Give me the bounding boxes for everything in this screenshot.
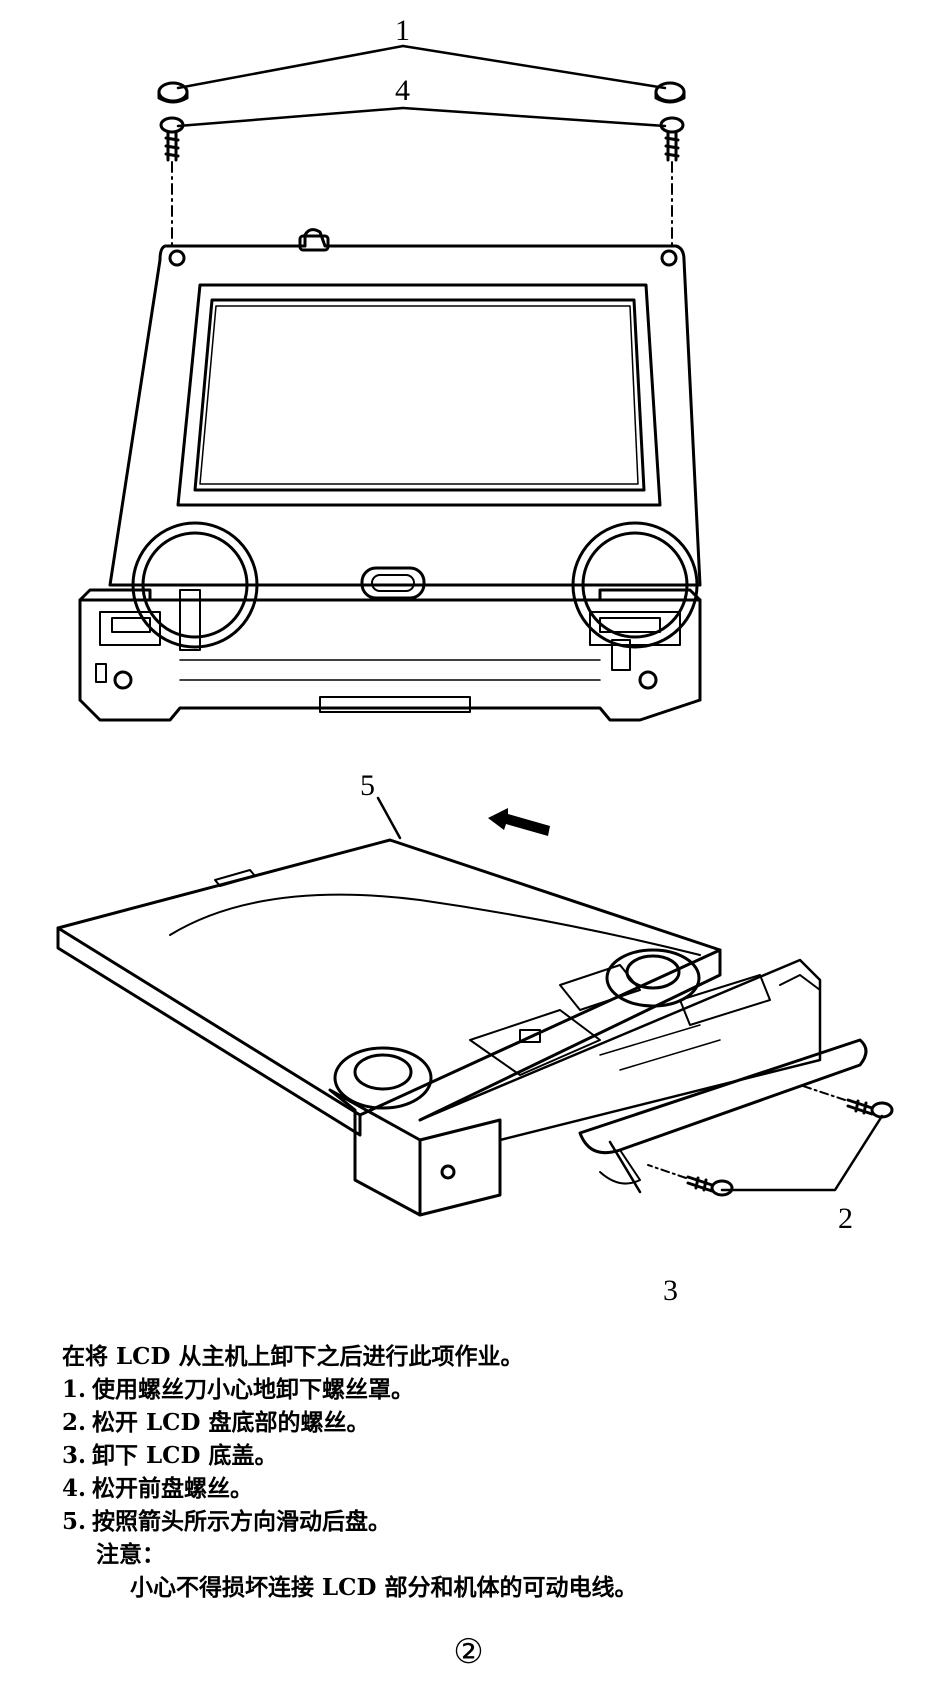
screw-guide-lines [171, 161, 673, 246]
step-number: 3. [62, 1442, 87, 1469]
screw-cap-left [157, 81, 189, 104]
step-text: 松开前盘螺丝。 [92, 1475, 253, 1502]
front-screw-right [659, 116, 685, 162]
note-text: 小心不得损坏连接 LCD 部分和机体的可动电线。 [130, 1574, 638, 1601]
screw-cap-right [654, 81, 686, 104]
callout-label-5: 5 [360, 769, 375, 802]
callout-label-3: 3 [663, 1274, 678, 1307]
bottom-screw-left [686, 1175, 734, 1197]
callout-leaders-bottom [376, 796, 884, 1194]
step-text: 松开 LCD 盘底部的螺丝。 [92, 1409, 370, 1436]
callout-leaders-top [176, 44, 667, 128]
disassembly-diagram: 1 4 5 2 3 [56, 14, 894, 1307]
lcd-panel-assembly [78, 228, 702, 722]
slide-direction-arrow [488, 808, 550, 836]
instruction-text: 在将 LCD 从主机上卸下之后进行此项作业。 1.使用螺丝刀小心地卸下螺丝罩。 … [62, 1340, 922, 1604]
step-5: 5.按照箭头所示方向滑动后盘。 [62, 1505, 922, 1538]
step-number: 5. [62, 1508, 87, 1535]
step-number: 1. [62, 1376, 87, 1403]
lcd-rear-assembly [56, 838, 894, 1217]
callout-label-1: 1 [395, 14, 410, 47]
step-number: 4. [62, 1475, 87, 1502]
step-4: 4.松开前盘螺丝。 [62, 1472, 922, 1505]
page-number: ② [453, 1632, 484, 1672]
note-label: 注意： [96, 1541, 165, 1568]
front-screw-left [159, 116, 185, 162]
step-2: 2.松开 LCD 盘底部的螺丝。 [62, 1406, 922, 1439]
step-text: 使用螺丝刀小心地卸下螺丝罩。 [92, 1376, 414, 1403]
step-1: 1.使用螺丝刀小心地卸下螺丝罩。 [62, 1373, 922, 1406]
callout-label-4: 4 [395, 74, 410, 107]
step-number: 2. [62, 1409, 87, 1436]
intro-line: 在将 LCD 从主机上卸下之后进行此项作业。 [62, 1343, 524, 1370]
step-3: 3.卸下 LCD 底盖。 [62, 1439, 922, 1472]
step-text: 卸下 LCD 底盖。 [92, 1442, 278, 1469]
callout-label-2: 2 [838, 1202, 853, 1235]
step-text: 按照箭头所示方向滑动后盘。 [92, 1508, 391, 1535]
bottom-screw-right [846, 1098, 894, 1119]
